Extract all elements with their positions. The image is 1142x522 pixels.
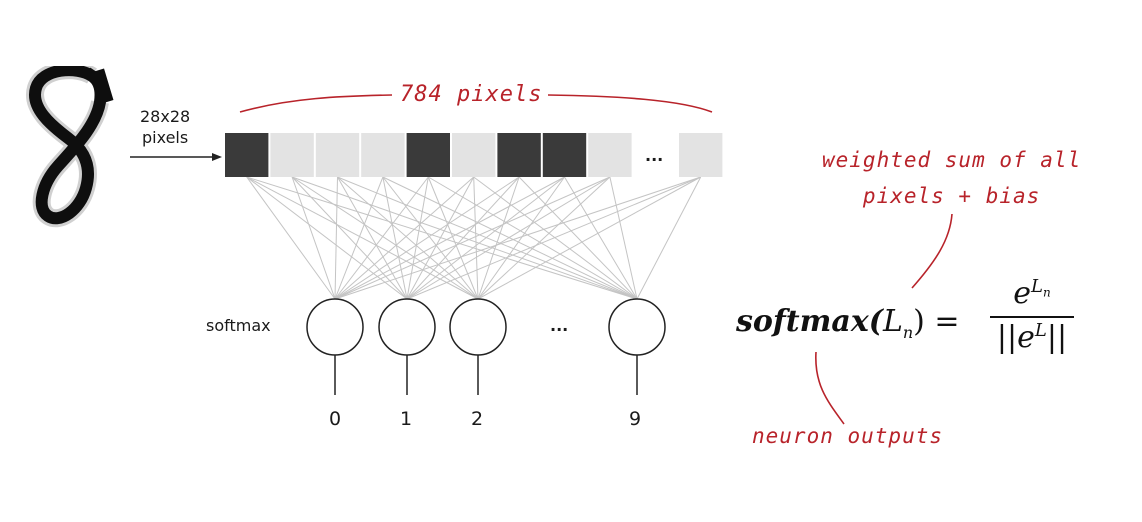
pixel-ellipsis: ... [645,146,664,165]
connection-line [291,176,408,300]
pixel-cell [225,133,269,177]
outputs-pointer [815,351,845,425]
formula-func: softmax( [736,304,883,339]
connection-line [291,176,479,300]
input-size-line2: pixels [141,128,189,147]
connection-line [334,176,429,300]
formula-denominator: ||eL|| [990,320,1074,355]
output-neurons [306,298,666,395]
connection-line [477,176,701,300]
softmax-layer-label: softmax [206,316,271,335]
connection-line [609,176,638,300]
connection-line [334,176,611,300]
pixel-row [225,133,723,177]
connection-line [246,176,336,300]
den-close: || [1046,320,1068,355]
neuron-ellipsis: ... [550,316,569,335]
digit-eight-image [26,66,114,228]
formula-close: ) = [913,304,960,339]
connection-line [334,176,475,300]
connection-line [334,176,701,300]
connection-line [337,176,479,300]
connection-line [291,176,336,300]
connection-line [477,176,565,300]
connection-lines [246,176,702,300]
pixel-cell [679,133,723,177]
pixel-cell [361,133,405,177]
neuron-node [449,298,507,356]
pixel-cell [588,133,632,177]
input-size-label: 28x28 pixels [140,106,190,148]
output-label-1: 1 [400,408,413,430]
neuron-node [306,298,364,356]
formula-lhs: softmax(Ln) = [736,304,960,342]
neuron-node [608,298,666,356]
pixel-count-label: 784 pixels [400,82,543,107]
input-size-line1: 28x28 [140,107,191,126]
connection-line [427,176,479,300]
den-open: || [996,320,1018,355]
pixel-brace-left [239,94,393,113]
connection-line [564,176,638,300]
connection-line [406,176,701,300]
connection-line [406,176,520,300]
formula-fraction: eLn ||eL|| [990,276,1074,355]
weighted-sum-annotation: weighted sum of all pixels + bias [822,142,1081,214]
digit-stroke [29,66,114,225]
input-arrow-head [212,153,222,161]
connection-line [334,176,565,300]
formula-numerator: eLn [990,276,1074,316]
num-base: e [1013,276,1032,311]
weighted-pointer [911,213,953,289]
pixel-cell [542,133,587,177]
pixel-cell [270,133,314,177]
pixel-cell [315,133,360,177]
pixel-brace-right [547,94,713,113]
pixel-cell [497,133,541,177]
connection-line [382,176,408,300]
neuron-outputs-annotation: neuron outputs [752,424,944,448]
den-base: e [1017,320,1035,355]
num-sup-sub: n [1042,285,1051,300]
weighted-line2: pixels + bias [862,184,1041,208]
pixel-cell [406,133,450,177]
output-label-0: 0 [329,408,342,430]
den-sup: L [1034,320,1047,341]
connection-line [334,176,384,300]
weighted-line1: weighted sum of all [822,148,1082,172]
connection-line [428,176,638,300]
connection-line [406,176,429,300]
neuron-node [378,298,436,356]
fraction-bar [990,316,1074,318]
connection-line [477,176,520,300]
connection-line [473,176,479,300]
num-sup: L [1031,276,1043,297]
connection-line [636,176,702,300]
output-label-2: 2 [471,408,484,430]
formula-var: L [882,304,903,339]
pixel-cell [452,133,496,177]
connection-line [291,176,638,300]
connection-line [382,176,479,300]
output-label-9: 9 [629,408,642,430]
formula-var-sub: n [902,323,914,342]
connection-line [382,176,638,300]
connection-line [406,176,475,300]
connection-line [406,176,565,300]
connection-line [334,176,338,300]
connection-line [406,176,611,300]
connection-line [477,176,611,300]
connection-line [246,176,479,300]
connection-line [334,176,520,300]
